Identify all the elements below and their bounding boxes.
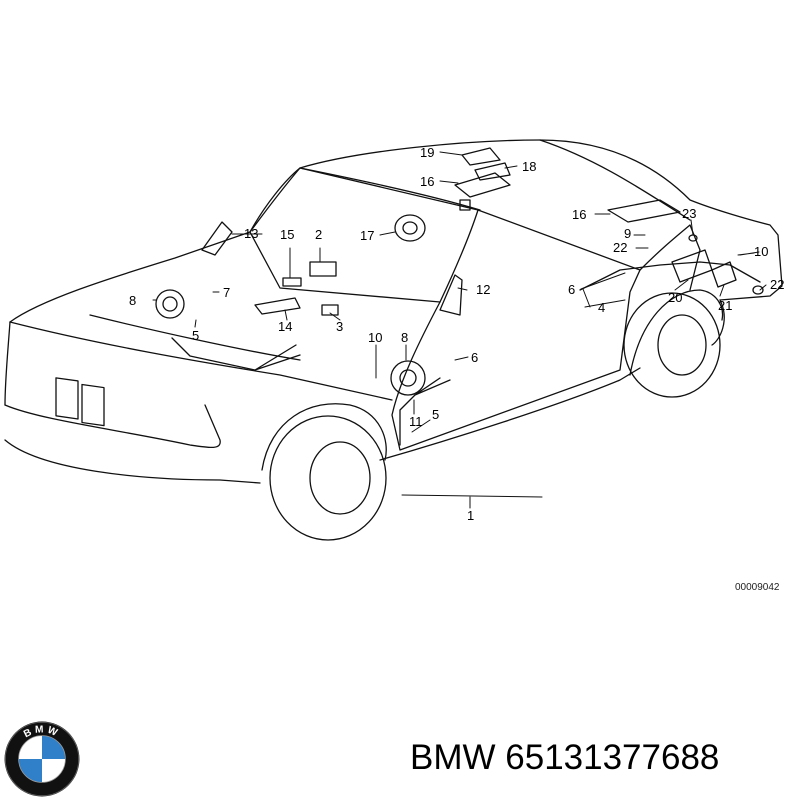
rear-door-outline bbox=[639, 224, 701, 291]
rear-window-line bbox=[539, 139, 691, 221]
callout-8: 8 bbox=[129, 293, 136, 308]
callout-2: 2 bbox=[315, 227, 322, 242]
front-face bbox=[4, 321, 11, 406]
callout-12: 12 bbox=[476, 282, 490, 297]
roofline bbox=[299, 167, 481, 211]
callout-9: 9 bbox=[624, 226, 631, 241]
callout-7: 7 bbox=[223, 285, 230, 300]
callout-17: 17 bbox=[360, 228, 374, 243]
callout-22: 22 bbox=[613, 240, 627, 255]
callout-21: 21 bbox=[718, 298, 732, 313]
speaker-17-cone bbox=[402, 221, 418, 235]
holder-14 bbox=[254, 297, 301, 315]
callout-18: 18 bbox=[522, 159, 536, 174]
callout-19: 19 bbox=[420, 145, 434, 160]
callout-5: 5 bbox=[432, 407, 439, 422]
speaker-8-left bbox=[155, 289, 185, 319]
rear-shelf-speaker bbox=[607, 199, 681, 223]
plug-roof bbox=[459, 199, 471, 211]
callout-20: 20 bbox=[668, 290, 682, 305]
callout-11: 11 bbox=[409, 414, 423, 429]
callout-14: 14 bbox=[278, 319, 292, 334]
rear-tire bbox=[623, 292, 721, 398]
svg-text:BMW: BMW bbox=[22, 724, 62, 740]
front-lower bbox=[4, 439, 261, 484]
front-tire bbox=[269, 415, 387, 541]
speaker-8-door-cone bbox=[399, 369, 417, 387]
door-outline bbox=[391, 209, 641, 451]
dome-speaker-rear bbox=[454, 172, 511, 198]
front-rim bbox=[309, 441, 371, 515]
callout-15: 15 bbox=[280, 227, 294, 242]
amplifier-2 bbox=[309, 261, 337, 277]
callout-4: 4 bbox=[598, 300, 605, 315]
tweeter-13 bbox=[201, 221, 233, 256]
side-sill bbox=[379, 367, 641, 461]
dome-grille-mid bbox=[474, 162, 511, 181]
callout-22: 22 bbox=[770, 277, 784, 292]
hood-line bbox=[9, 321, 393, 401]
tweeter-12 bbox=[439, 274, 463, 316]
callout-1: 1 bbox=[467, 508, 474, 523]
callout-23: 23 bbox=[682, 206, 696, 221]
connector-3 bbox=[321, 304, 339, 316]
bracket-21 bbox=[711, 261, 737, 288]
bracket-15 bbox=[282, 277, 302, 287]
rear-lower bbox=[711, 299, 725, 346]
callout-16: 16 bbox=[572, 207, 586, 222]
front-bumper bbox=[4, 404, 221, 449]
rear-wheel-arch bbox=[629, 289, 724, 376]
part-number-label: BMW 65131377688 bbox=[410, 738, 720, 777]
wiring-harness-main bbox=[171, 337, 301, 371]
bmw-logo-letters: BMW bbox=[22, 724, 59, 740]
bmw-roundel-icon: BMW bbox=[4, 721, 80, 797]
callout-13: 13 bbox=[244, 226, 258, 241]
front-grille-left bbox=[55, 377, 79, 420]
callout-8: 8 bbox=[401, 330, 408, 345]
callout-3: 3 bbox=[336, 319, 343, 334]
front-grille-right bbox=[81, 383, 105, 427]
callout-10: 10 bbox=[754, 244, 768, 259]
speaker-8-door bbox=[390, 360, 426, 396]
speaker-8-left-cone bbox=[162, 296, 178, 312]
wiring-harness-rear bbox=[579, 261, 761, 291]
callout-16: 16 bbox=[420, 174, 434, 189]
callout-10: 10 bbox=[368, 330, 382, 345]
wiring-harness-door bbox=[399, 377, 451, 446]
car-body-outline bbox=[9, 139, 783, 323]
clip-22-rear bbox=[752, 285, 764, 295]
front-wheel-arch bbox=[261, 403, 387, 471]
callout-6: 6 bbox=[568, 282, 575, 297]
callout-6: 6 bbox=[471, 350, 478, 365]
callout-5: 5 bbox=[192, 328, 199, 343]
rear-rim bbox=[657, 314, 707, 376]
leader-lines bbox=[152, 151, 767, 433]
leader-1 bbox=[401, 494, 543, 498]
speaker-17 bbox=[394, 214, 426, 242]
dome-grille-upper bbox=[461, 147, 501, 166]
amplifier-20 bbox=[671, 249, 713, 283]
hood-crease bbox=[89, 314, 301, 361]
drawing-number: 00009042 bbox=[735, 582, 780, 593]
